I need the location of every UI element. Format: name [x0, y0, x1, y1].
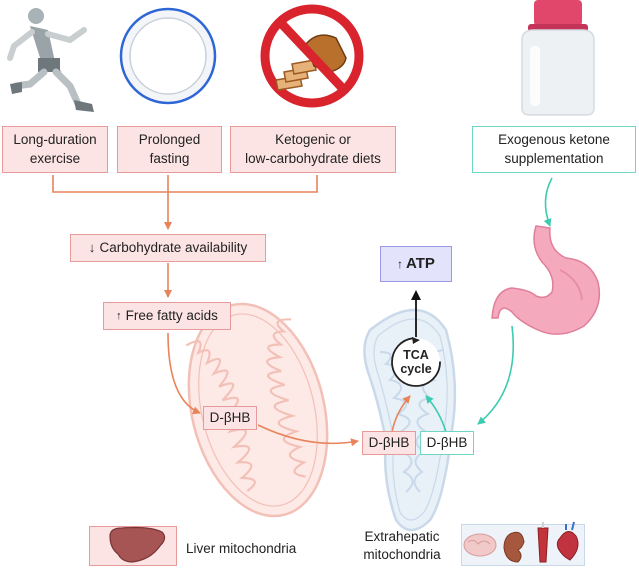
arrow-liver-to-extrahepatic [257, 424, 359, 447]
liver-mitochondrion [185, 302, 329, 518]
stomach-icon [491, 225, 601, 335]
arrow-stomach-to-dbhb [477, 325, 515, 425]
dbhb-endogenous-box: D-βHB [362, 431, 416, 455]
fasting-box: Prolonged fasting [117, 126, 222, 173]
carbohydrate-label: Carbohydrate availability [99, 239, 248, 255]
dbhb-liver-label: D-βHB [209, 409, 251, 425]
dbhb-liver-box: D-βHB [203, 406, 257, 430]
ffa-box: ↑ Free fatty acids [103, 302, 231, 330]
atp-box: ↑ ATP [380, 246, 452, 282]
exercise-label: Long-duration exercise [13, 132, 97, 166]
merge-connector [52, 175, 318, 193]
atp-label: ATP [406, 254, 435, 272]
carbohydrate-box: ↓ Carbohydrate availability [70, 234, 266, 262]
supplement-label: Exogenous ketone supplementation [498, 132, 610, 166]
supplement-bottle-icon [521, 0, 595, 116]
up-arrow-icon: ↑ [116, 309, 122, 322]
atp-up-arrow-icon: ↑ [397, 256, 404, 271]
ffa-label: Free fatty acids [125, 307, 218, 323]
arrow-exogenous-dbhb-to-tca [425, 395, 447, 433]
dbhb-exogenous-box: D-βHB [420, 431, 474, 455]
liver-icon-box [89, 526, 177, 566]
exercise-box: Long-duration exercise [2, 126, 108, 173]
tca-cycle-icon [391, 337, 441, 387]
arrow-dbhb-to-tca [391, 395, 411, 433]
arrow-supplement-to-stomach [543, 177, 553, 227]
dbhb-endogenous-label: D-βHB [368, 434, 410, 450]
organs-icon-box [461, 524, 585, 566]
empty-plate-icon [119, 7, 217, 105]
down-arrow-icon: ↓ [88, 239, 96, 255]
fasting-label: Prolonged fasting [138, 132, 201, 166]
tca-label: TCA cycle [400, 348, 432, 377]
diet-box: Ketogenic or low-carbohydrate diets [230, 126, 396, 173]
dbhb-exogenous-label: D-βHB [426, 434, 468, 450]
extrahepatic-label: Extrahepatic mitochondria [363, 529, 441, 562]
supplement-box: Exogenous ketone supplementation [472, 126, 636, 173]
runner-icon [7, 8, 94, 112]
diet-label: Ketogenic or low-carbohydrate diets [245, 132, 381, 166]
liver-mitochondria-label: Liver mitochondria [186, 541, 297, 556]
arrow-ffa-to-dbhb [167, 332, 201, 415]
no-bread-icon [260, 4, 364, 108]
